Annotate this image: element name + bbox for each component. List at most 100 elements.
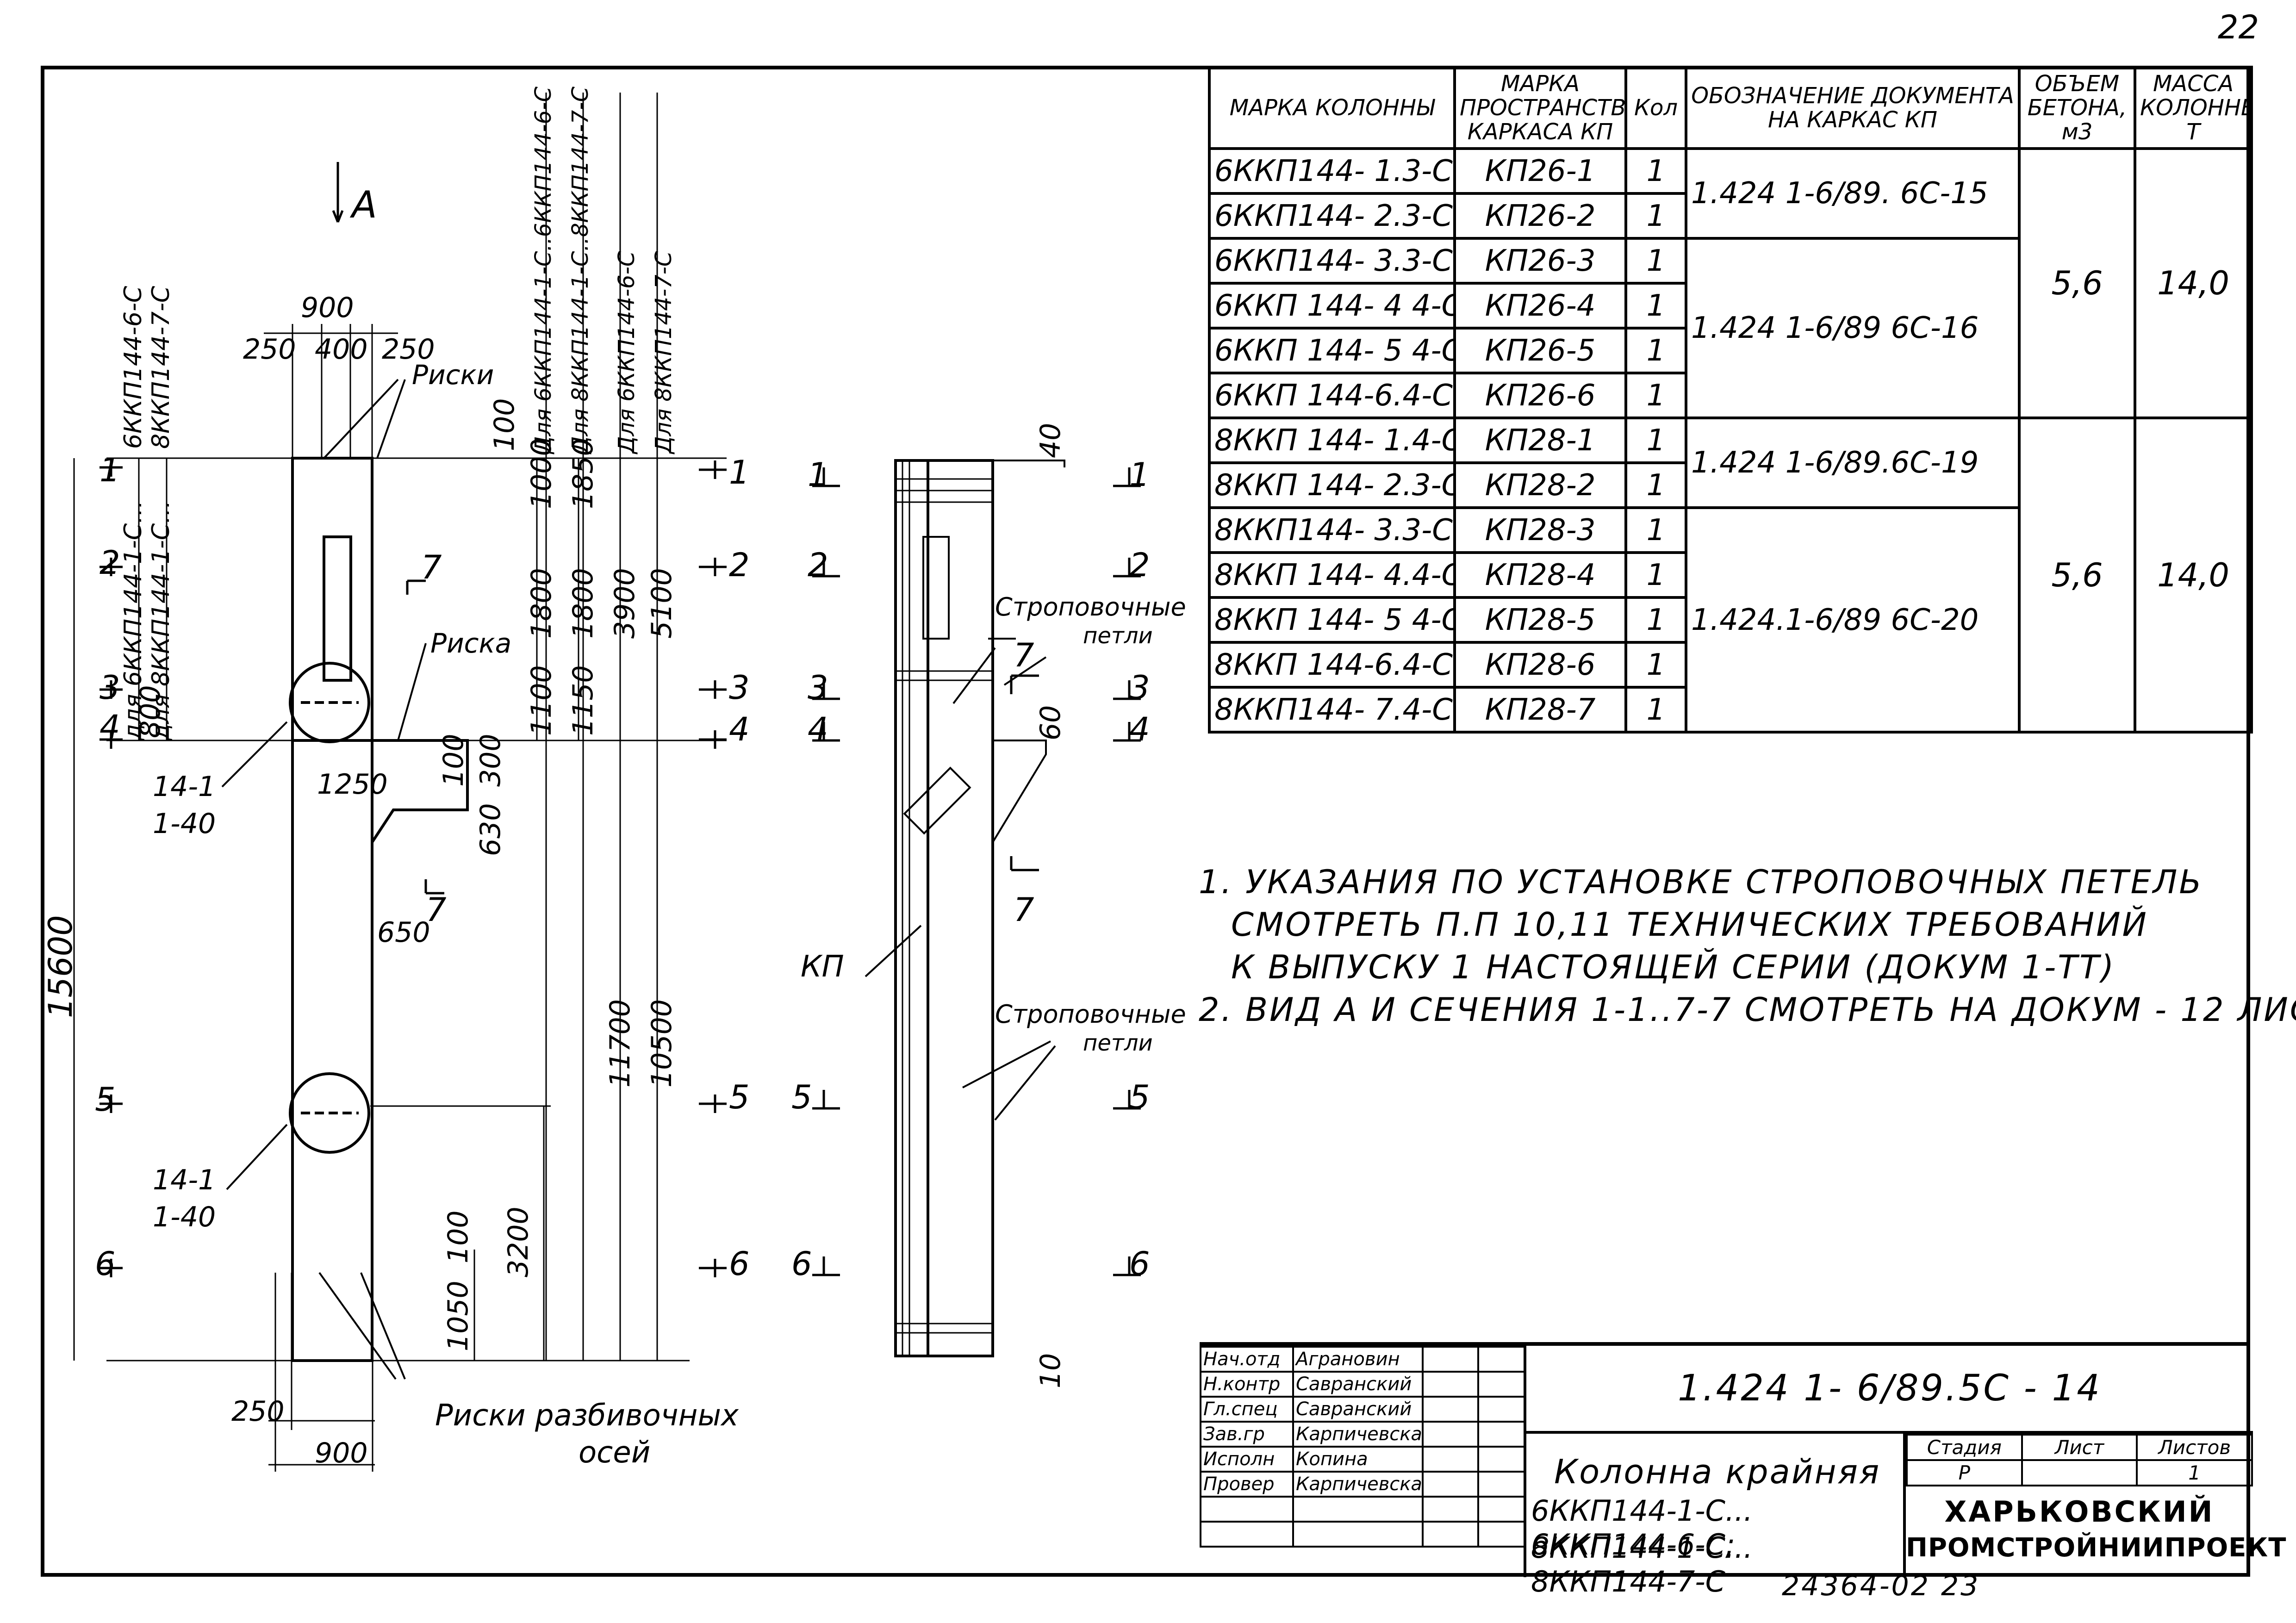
table-row: 8ККП144- 7.4-С КП28-7 1	[1208, 686, 2252, 734]
staff-role: Н.контр	[1200, 1371, 1294, 1398]
table-row: 6ККП 144- 4 4-С КП26-4 1	[1208, 282, 2252, 330]
cell-doc: 1.424 1-6/89 6С-16	[1685, 237, 2021, 419]
sling-loops-label-top-2: петли	[1083, 623, 1153, 649]
cell-kp: КП26-3	[1453, 237, 1627, 285]
stage-value: Р	[1906, 1459, 2023, 1486]
sec-3-s-right: 3	[1129, 669, 1150, 707]
specification-table: МАРКА КОЛОННЫ МАРКА ПРОСТРАНСТВ КАРКАСА …	[1208, 66, 2253, 734]
sec-6-s-left: 6	[791, 1245, 812, 1283]
header-doc: ОБОЗНАЧЕНИЕ ДОКУМЕНТА НА КАРКАС КП	[1685, 66, 2021, 150]
cell-mark: 8ККП 144- 1.4-С	[1208, 417, 1456, 464]
sec-4-s-left: 4	[808, 710, 828, 748]
title-line-1: Колонна крайняя	[1554, 1452, 1881, 1491]
cell-mark: 6ККП 144- 5 4-С	[1208, 327, 1456, 374]
header-column-mark: МАРКА КОЛОННЫ	[1208, 66, 1456, 150]
sec-5-s-right: 5	[1129, 1078, 1150, 1116]
header-kp-mark: МАРКА ПРОСТРАНСТВ КАРКАСА КП	[1453, 66, 1627, 150]
riska-label: Риска	[430, 628, 511, 659]
note-line: СМОТРЕТЬ П.П 10,11 ТЕХНИЧЕСКИХ ТРЕБОВАНИ…	[1231, 906, 2148, 944]
staff-role: Провер	[1200, 1471, 1294, 1498]
note-line: 1. УКАЗАНИЯ ПО УСТАНОВКЕ СТРОПОВОЧНЫХ ПЕ…	[1199, 863, 2203, 901]
title-main: 1.424 1- 6/89.5С - 14 Колонна крайняя 6К…	[1524, 1346, 2286, 1598]
cell-qty: 1	[1624, 327, 1687, 374]
cell-kp: КП28-2	[1453, 461, 1627, 509]
table-row: 8ККП 144- 4.4-С КП28-4 1	[1208, 551, 2252, 599]
staff-name: Аграновин	[1292, 1346, 1424, 1373]
dim-630: 630	[474, 803, 507, 856]
dim-11700: 11700	[604, 999, 636, 1088]
header-volume: ОБЪЕМ БЕТОНА, м3	[2018, 66, 2136, 150]
dim-60: 60	[1034, 705, 1067, 740]
stage-block: Стадия Лист Листов Р 1 ХАРЬКОВСКИЙ ПРОМС…	[1906, 1434, 2286, 1577]
dim-10: 10	[1034, 1353, 1067, 1388]
sec-5-s-left: 5	[791, 1078, 812, 1116]
dim-100-mid: 100	[437, 734, 470, 787]
signature	[1422, 1371, 1479, 1398]
for-note-1: Для 6ККП144-1-С..6ККП144-6-С	[530, 86, 556, 454]
callout-1-40-bottom: 1-40	[153, 1201, 216, 1233]
cell-qty: 1	[1624, 461, 1687, 509]
date	[1477, 1346, 1525, 1373]
sec-3-s-left: 3	[808, 669, 828, 707]
cell-qty: 1	[1624, 282, 1687, 330]
staff-name: Савранский	[1292, 1396, 1424, 1423]
dim-1850: 1850	[567, 438, 599, 509]
document-number: 1.424 1- 6/89.5С - 14	[1526, 1346, 2253, 1434]
signature	[1422, 1346, 1479, 1373]
sec-2-right: 2	[729, 546, 750, 584]
riski-axes-label: Риски разбивочных	[435, 1399, 739, 1433]
signature	[1422, 1471, 1479, 1498]
archive-number: 24364-02 23	[1782, 1570, 1980, 1602]
sheets-label: Листов	[2136, 1434, 2253, 1461]
cell-mark: 8ККП 144- 4.4-С	[1208, 551, 1456, 599]
staff-name: Карпичевская	[1292, 1421, 1424, 1448]
cell-doc: 1.424 1-6/89. 6С-15	[1685, 147, 2021, 240]
note-line: К ВЫПУСКУ 1 НАСТОЯЩЕЙ СЕРИИ (ДОКУМ 1-ТТ)	[1231, 948, 2116, 986]
table-row: 6ККП144- 1.3-С КП26-1 1 1.424 1-6/89. 6С…	[1208, 147, 2253, 419]
section-7-top: 7	[421, 548, 442, 586]
view-a-label: А	[349, 183, 377, 226]
staff-name: Копина	[1292, 1446, 1424, 1473]
dim-650: 650	[377, 916, 430, 949]
date	[1477, 1446, 1525, 1473]
cell-kp: КП28-6	[1453, 641, 1627, 689]
cell-kp: КП26-4	[1453, 282, 1627, 330]
sec-6-right: 6	[729, 1245, 750, 1283]
section-view	[812, 459, 1141, 1357]
table-row: 8ККП 144- 2.3-С КП28-2 1	[1208, 461, 2252, 509]
sec-6-s-right: 6	[1129, 1245, 1150, 1283]
sheet-label: Лист	[2021, 1434, 2138, 1461]
note-line: 2. ВИД А И СЕЧЕНИЯ 1-1..7-7 СМОТРЕТЬ НА …	[1199, 991, 2296, 1029]
dim-250-left: 250	[243, 333, 296, 366]
column-opening	[323, 535, 352, 682]
cell-doc: 1.424 1-6/89.6С-19	[1685, 417, 2021, 509]
sec-4-s-right: 4	[1129, 710, 1150, 748]
dim-1000: 1000	[525, 438, 558, 509]
sec-3-right: 3	[729, 669, 750, 707]
staff-row	[1200, 1521, 1525, 1548]
riski-axes-label-2: осей	[579, 1436, 650, 1470]
dim-300: 300	[474, 734, 507, 787]
table-row: 6ККП144- 3.3-С КП26-3 1 1.424 1-6/89 6С-…	[1208, 237, 2252, 419]
detail-circle-bottom	[289, 1072, 370, 1154]
cell-doc: 1.424.1-6/89 6С-20	[1685, 506, 2021, 734]
dim-5100: 5100	[646, 568, 678, 639]
cell-qty: 1	[1624, 372, 1687, 419]
sheet-value	[2021, 1459, 2138, 1486]
dim-250-bottom: 250	[231, 1395, 285, 1428]
dim-250-right: 250	[382, 333, 435, 366]
sling-loops-label-bottom-2: петли	[1083, 1030, 1153, 1056]
for-note-4: Для 8ККП144-7-С	[651, 251, 677, 454]
staff-row	[1200, 1496, 1525, 1523]
signature	[1422, 1446, 1479, 1473]
cell-mass: 14,0	[2134, 147, 2253, 419]
dim-800: 800	[134, 685, 167, 738]
dim-1250: 1250	[317, 768, 388, 801]
sheets-value: 1	[2136, 1459, 2253, 1486]
dim-40: 40	[1034, 423, 1067, 458]
header-qty: Кол	[1624, 66, 1687, 150]
cell-qty: 1	[1624, 192, 1687, 240]
dim-3200: 3200	[502, 1206, 535, 1277]
